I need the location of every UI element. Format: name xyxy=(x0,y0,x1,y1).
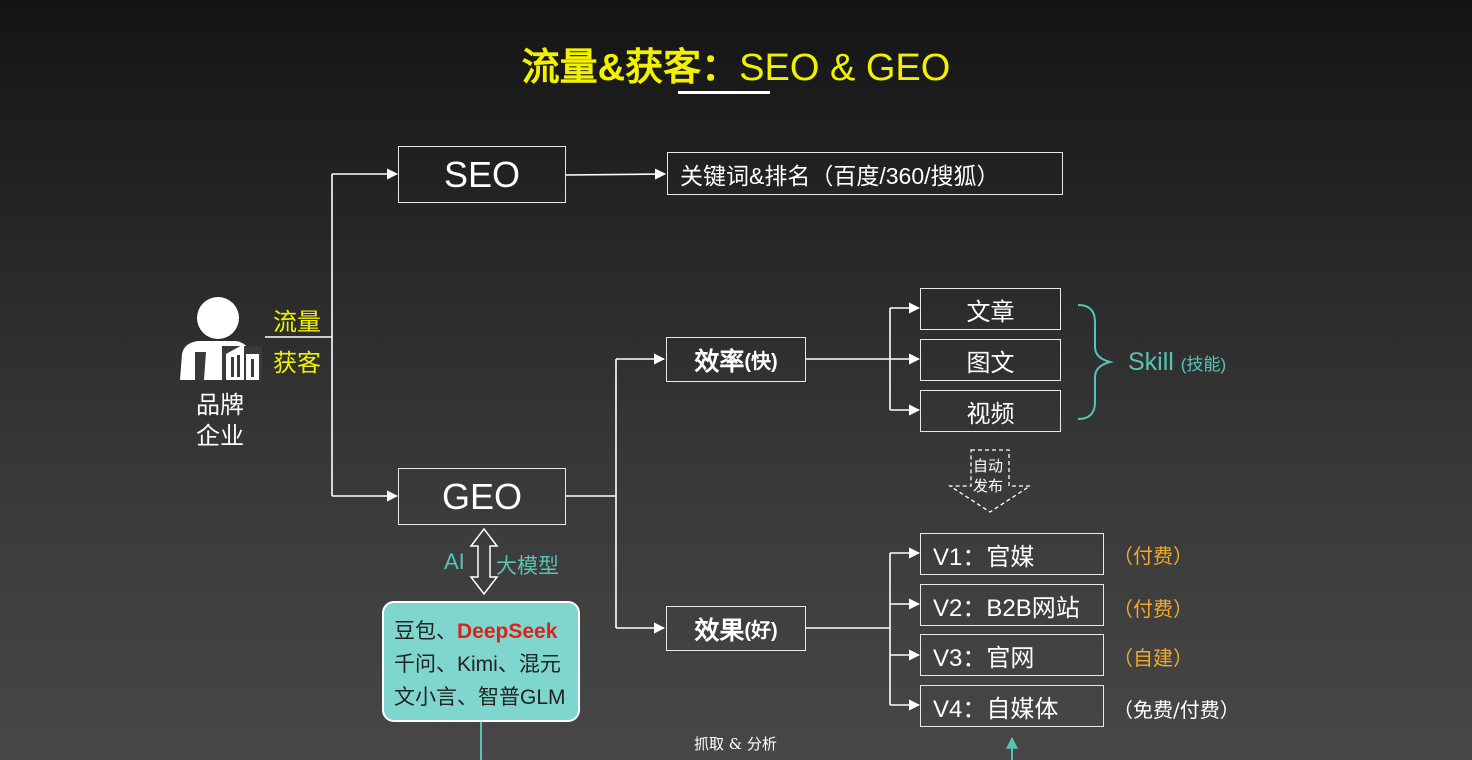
effect-qualifier: (好) xyxy=(744,620,778,642)
channel-v1-label: V1：官媒 xyxy=(933,543,1035,571)
person-with-building-icon xyxy=(180,297,262,380)
llm-line1-prefix: 豆包、 xyxy=(394,620,457,643)
auto-publish-line2: 发布 xyxy=(973,477,1004,495)
seo-box: SEO xyxy=(398,146,566,203)
title-en: SEO & GEO xyxy=(739,47,951,89)
auto-publish-arrow xyxy=(947,449,1033,513)
channel-v2-note: （付费） xyxy=(1113,597,1193,621)
crawl-label: 抓取 & 分析 xyxy=(694,735,777,753)
channel-v1: V1：官媒 xyxy=(920,533,1104,575)
llm-list-box: 豆包、DeepSeek 千问、Kimi、混元 文小言、智普GLM xyxy=(382,601,580,722)
arrow-seo-detail xyxy=(565,168,667,180)
efficiency-label: 效率 xyxy=(694,347,745,376)
brand-label-line2: 企业 xyxy=(196,423,244,450)
channel-v2-label: V2：B2B网站 xyxy=(933,594,1080,622)
llm-line3: 文小言、智普GLM xyxy=(394,686,566,709)
ai-label: AI xyxy=(444,549,465,574)
llm-line1: 豆包、DeepSeek xyxy=(394,615,578,648)
auto-publish-line1: 自动 xyxy=(973,457,1004,475)
skill-label: Skill (技能) xyxy=(1128,348,1226,377)
title-cn: 流量&获客 xyxy=(521,47,702,89)
skill-brace xyxy=(1077,304,1114,420)
efficiency-box: 效率(快) xyxy=(666,337,806,382)
efficiency-qualifier: (快) xyxy=(744,351,778,373)
geo-box: GEO xyxy=(398,468,566,525)
item-article-label: 文章 xyxy=(966,298,1015,326)
item-graphic-label: 图文 xyxy=(966,349,1015,377)
channel-v1-note: （付费） xyxy=(1113,544,1193,568)
page-title: 流量&获客：SEO & GEO xyxy=(0,36,1472,91)
brand-label-line1: 品牌 xyxy=(196,392,244,419)
flow-label: 流量 xyxy=(273,309,321,336)
ai-double-arrow xyxy=(469,527,499,596)
skill-label-text: Skill xyxy=(1128,348,1174,376)
channel-v3-note: （自建） xyxy=(1113,646,1193,670)
brand-label: 品牌 企业 xyxy=(196,390,244,452)
title-colon: ： xyxy=(701,47,740,89)
seo-detail-text: 关键词&排名（百度/360/搜狐） xyxy=(680,162,1000,189)
effect-label: 效果 xyxy=(694,616,745,645)
seo-detail-box: 关键词&排名（百度/360/搜狐） xyxy=(667,152,1063,195)
channel-v4: V4：自媒体 xyxy=(920,685,1104,727)
skill-note: (技能) xyxy=(1180,355,1227,374)
auto-publish-label: 自动 发布 xyxy=(973,456,1003,496)
deepseek-highlight: DeepSeek xyxy=(457,620,558,643)
seo-label: SEO xyxy=(443,153,521,195)
channel-v3-label: V3：官网 xyxy=(933,644,1035,672)
item-video-label: 视频 xyxy=(966,400,1015,428)
geo-label: GEO xyxy=(441,475,522,517)
model-label: 大模型 xyxy=(496,554,559,578)
item-video: 视频 xyxy=(920,390,1061,432)
acquire-label: 获客 xyxy=(273,350,321,377)
llm-line2: 千问、Kimi、混元 xyxy=(394,653,561,676)
title-underline xyxy=(678,91,770,94)
channel-v2: V2：B2B网站 xyxy=(920,584,1104,626)
item-article: 文章 xyxy=(920,288,1061,330)
channel-v4-note: （免费/付费） xyxy=(1113,698,1240,722)
effect-box: 效果(好) xyxy=(666,606,806,651)
channel-v4-label: V4：自媒体 xyxy=(933,695,1059,723)
item-graphic: 图文 xyxy=(920,339,1061,381)
channel-v3: V3：官网 xyxy=(920,634,1104,676)
